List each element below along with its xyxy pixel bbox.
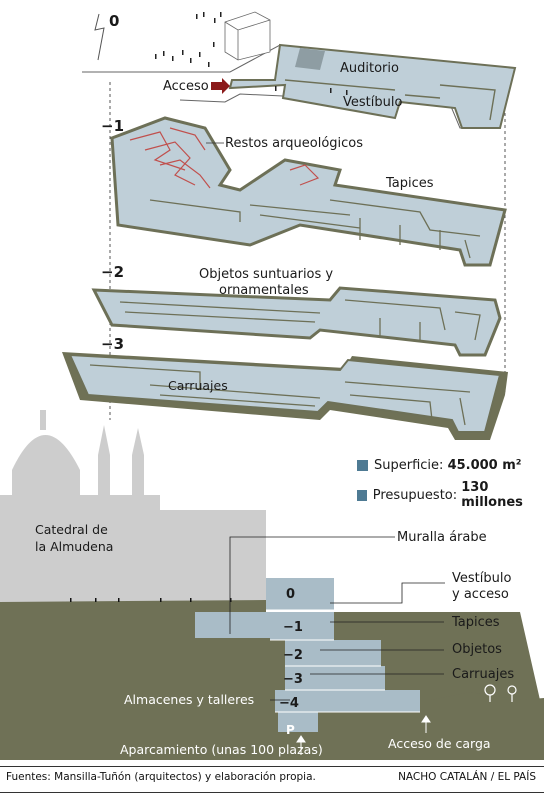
section-floor-1: −1: [283, 620, 303, 635]
museum-section: 0 −1 −2 −3 −4 P: [195, 578, 420, 737]
auditorium-seating: [295, 48, 325, 70]
level-minus3-number: −3: [101, 335, 124, 353]
label-restos: Restos arqueológicos: [225, 136, 363, 151]
label-vestibulo-1: Vestíbulo: [452, 571, 511, 586]
legend-swatch-icon: [357, 489, 367, 501]
label-catedral-2: la Almudena: [35, 539, 113, 554]
label-almacenes: Almacenes y talleres: [124, 692, 254, 707]
legend-superficie-value: 45.000 m²: [447, 458, 522, 473]
level-minus3-plan: −3 Carruajes: [62, 335, 508, 440]
leader-lines: [229, 536, 445, 701]
level-0-plan: 0 Acceso Auditorio Vestíbulo: [82, 11, 517, 129]
legend-swatch-icon: [357, 460, 368, 471]
guide-lines: [109, 82, 506, 420]
legend-superficie-label: Superficie:: [374, 458, 444, 473]
label-vestibulo: Vestíbulo: [343, 95, 402, 110]
label-objetos-section: Objetos: [452, 642, 502, 657]
section-floor-2: −2: [283, 648, 303, 663]
label-acceso-carga: Acceso de carga: [388, 736, 491, 751]
up-arrows: [296, 715, 431, 755]
section-floor-3: −3: [283, 672, 303, 687]
label-carruajes-section: Carruajes: [452, 667, 514, 682]
label-catedral-1: Catedral de: [35, 522, 108, 537]
label-carruajes: Carruajes: [168, 378, 228, 393]
legend-presupuesto: Presupuesto: 130 millones: [357, 480, 544, 510]
level-minus2-number: −2: [101, 263, 124, 281]
section-floor-4: −4: [279, 696, 299, 711]
label-auditorio: Auditorio: [340, 61, 399, 76]
label-objetos-1: Objetos suntuarios y: [199, 267, 333, 282]
access-arrow-icon: [211, 78, 230, 94]
trees: [484, 684, 517, 702]
parking-sign: P: [286, 723, 295, 737]
label-acceso: Acceso: [163, 79, 209, 94]
ground-section: [0, 600, 544, 760]
footer-rule: [0, 766, 544, 767]
cathedral-silhouette: [0, 410, 266, 610]
label-muralla: Muralla árabe: [397, 530, 487, 545]
level-minus2-plan: −2 Objetos suntuarios y ornamentales: [91, 263, 502, 357]
level-minus1-number: −1: [101, 117, 124, 135]
level-0-number: 0: [109, 12, 119, 30]
label-objetos-2: ornamentales: [219, 283, 309, 298]
level-minus1-plan: −1 Restos arqueológicos Tapices: [101, 116, 507, 267]
footer-sources: Fuentes: Mansilla-Tuñón (arquitectos) y …: [6, 771, 316, 783]
footer-rule-bottom: [0, 792, 544, 793]
label-vestibulo-2: y acceso: [452, 587, 509, 602]
legend-presupuesto-value: 130 millones: [461, 480, 523, 510]
legend-presupuesto-label: Presupuesto:: [372, 487, 458, 503]
people: [70, 598, 232, 602]
footer-credit: NACHO CATALÁN / EL PAÍS: [398, 771, 536, 783]
archaeological-remains: [129, 127, 320, 189]
section-floor-0: 0: [286, 587, 295, 602]
label-tapices-section: Tapices: [451, 615, 500, 630]
label-tapices: Tapices: [385, 176, 434, 191]
legend-superficie: Superficie: 45.000 m²: [357, 458, 522, 473]
label-aparcamiento: Aparcamiento (unas 100 plazas): [120, 742, 323, 757]
